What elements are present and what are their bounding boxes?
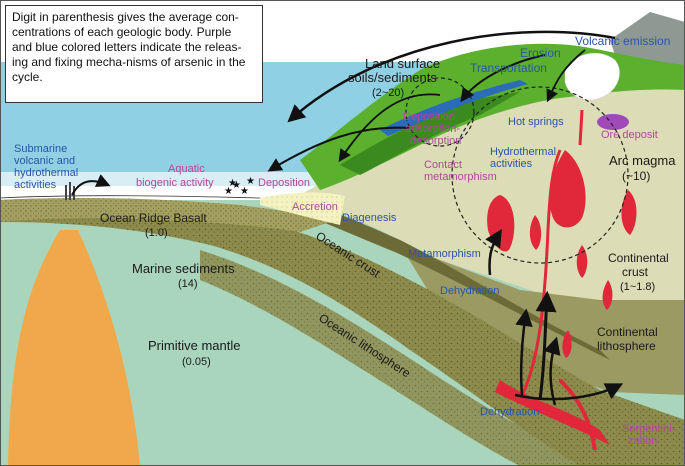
- land-surface-dark: [340, 92, 520, 175]
- arrow-dehydration-up-2: [515, 308, 533, 396]
- label-continental-litho-2: lithosphere: [597, 339, 656, 353]
- label-hot-springs: Hot springs: [508, 116, 564, 128]
- label-serpentini-2: zation: [628, 435, 657, 447]
- arrow-volcanic-to-sea: [287, 30, 616, 123]
- arc-magma-body: [549, 150, 586, 228]
- label-marine-sediments-conc: (14): [178, 278, 198, 290]
- svg-text:★: ★: [246, 176, 255, 187]
- label-dehydration-lower: Dehydration: [480, 406, 539, 418]
- arrow-submarine: [71, 174, 111, 196]
- label-submarine-3: hydrothermal: [14, 167, 78, 179]
- marine-sediments-layer: [0, 197, 330, 232]
- label-hydrothermal-1: Hydrothermal: [490, 146, 556, 158]
- magma-root-2: [558, 378, 597, 451]
- label-continental-litho-1: Continental: [597, 325, 658, 339]
- label-deposition-lower: Deposition: [258, 177, 310, 189]
- biogenic-stars: ★★★ ★★: [224, 176, 255, 197]
- label-desorption: desorption: [410, 135, 461, 147]
- label-aquatic-2: biogenic activity: [136, 177, 214, 189]
- label-ore-deposit: Ore deposit: [601, 129, 658, 141]
- svg-text:★: ★: [224, 186, 233, 197]
- magma-feeder: [578, 109, 584, 146]
- magma-pod-4: [576, 245, 588, 278]
- oceanic-lithosphere-lower: [200, 250, 600, 466]
- label-continental-crust-1: Continental: [608, 251, 669, 265]
- label-land-surface-2: soils/sediments: [348, 70, 437, 85]
- label-erosion: Erosion: [520, 46, 561, 60]
- label-diagenesis: Diagenesis: [342, 212, 397, 224]
- label-submarine-4: activities: [14, 179, 57, 191]
- river: [380, 80, 528, 136]
- label-aquatic-1: Aquatic: [168, 163, 205, 175]
- label-accretion: Accretion: [292, 201, 338, 213]
- seafloor-line: [0, 195, 261, 199]
- arrow-dehydration-lower: [514, 383, 624, 401]
- label-marine-sediments: Marine sediments: [132, 261, 235, 276]
- magma-conduit: [518, 149, 562, 401]
- accretion-wedge: [260, 192, 345, 225]
- arrow-metamorphism: [485, 229, 502, 276]
- label-serpentini-1: Serpentini-: [622, 423, 676, 435]
- label-contact-1: Contact: [424, 159, 462, 171]
- label-land-surface-1: Land surface: [365, 56, 440, 71]
- label-continental-crust-2: crust: [622, 265, 649, 279]
- label-arc-magma: Arc magma: [609, 153, 676, 168]
- label-deposition-upper: Deposition: [403, 111, 455, 123]
- label-land-surface-conc: (2~20): [372, 87, 404, 99]
- label-primitive-mantle-conc: (0.05): [182, 356, 211, 368]
- note-line: Digit in parenthesis gives the average c…: [12, 10, 239, 24]
- label-dehydration-upper: Dehydration: [440, 285, 499, 297]
- label-submarine-1: Submarine: [14, 143, 67, 155]
- arrow-erosion: [460, 54, 546, 103]
- arrow-deposition: [267, 126, 411, 172]
- magma-pod-6: [562, 330, 572, 358]
- label-primitive-mantle: Primitive mantle: [148, 338, 240, 353]
- note-line: and blue colored letters indicate the re…: [12, 40, 242, 54]
- svg-text:★: ★: [228, 178, 237, 189]
- label-submarine-2: volcanic and: [14, 155, 75, 167]
- label-contact-2: metamorphism: [424, 171, 497, 183]
- note-line: ing and fixing mecha-nisms of arsenic in…: [12, 55, 246, 69]
- arrow-hot-springs: [546, 49, 586, 103]
- oceanic-crust-band: [290, 200, 610, 360]
- svg-text:★: ★: [232, 180, 241, 191]
- volcanic-cloud: [564, 53, 620, 101]
- svg-text:★: ★: [240, 186, 249, 197]
- magma-pod-3: [529, 215, 542, 250]
- magma-pod-2: [621, 190, 637, 235]
- hydrothermal-circle: [451, 86, 629, 264]
- label-transportation: Transportation: [470, 61, 547, 75]
- label-metamorphism: Metamorphism: [408, 248, 481, 260]
- legend-note-box: Digit in parenthesis gives the average c…: [5, 5, 263, 103]
- label-hydrothermal-2: activities: [490, 158, 533, 170]
- continent-body: [300, 70, 685, 320]
- ore-deposit-body: [597, 114, 629, 130]
- note-line: centrations of each geologic body. Purpl…: [12, 25, 232, 39]
- mantle-plume: [8, 230, 140, 466]
- label-arc-magma-conc: (~10): [622, 169, 650, 183]
- label-continental-crust-conc: (1~1.8): [620, 281, 655, 293]
- label-orb-conc: (1.0): [145, 227, 168, 239]
- label-volcanic-emission: Volcanic emission: [575, 34, 670, 48]
- label-orb: Ocean Ridge Basalt: [100, 211, 207, 225]
- label-adsorption: adsorption-: [405, 123, 460, 135]
- magma-pod-5: [602, 280, 613, 310]
- land-surface-circle: [405, 77, 475, 147]
- arrow-transport: [338, 93, 441, 163]
- note-line: cycle.: [12, 70, 43, 84]
